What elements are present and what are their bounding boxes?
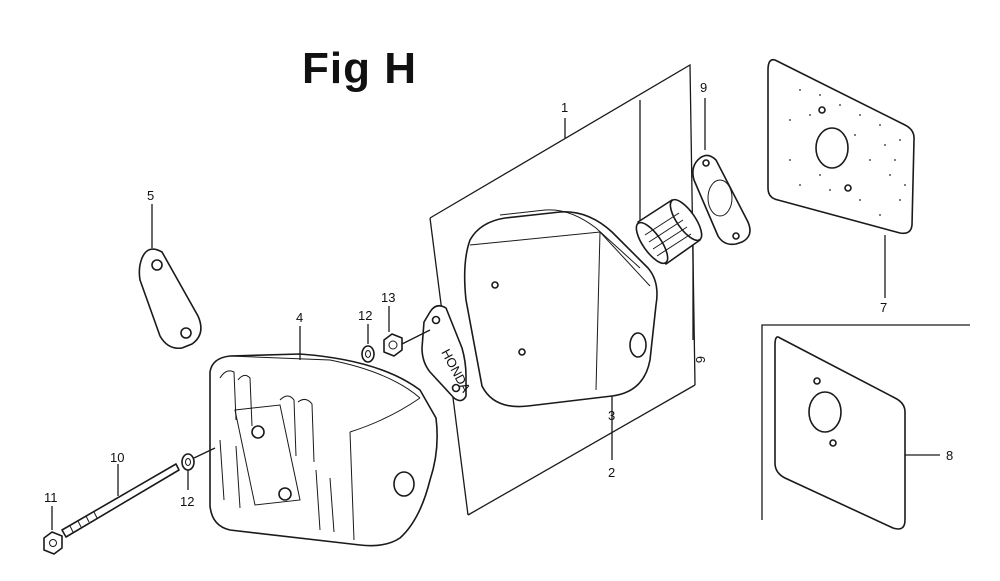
callout-8: 8 xyxy=(946,448,953,463)
callout-2: 2 xyxy=(608,465,615,480)
part-11-nut xyxy=(43,531,63,555)
callout-12-upper: 12 xyxy=(358,308,372,323)
figure-title: Fig H xyxy=(302,44,417,93)
part-3-muffler-body xyxy=(463,209,658,408)
part-13-nut xyxy=(383,329,431,357)
part-10-bolt xyxy=(61,463,180,538)
callout-6: 6 xyxy=(693,356,708,363)
part-12-washer-lower xyxy=(181,447,216,471)
callout-13: 13 xyxy=(381,290,395,305)
callout-9: 9 xyxy=(700,80,707,95)
part-5-bracket-plate xyxy=(138,248,202,350)
callout-3: 3 xyxy=(608,408,615,423)
part-9-flange-gasket xyxy=(692,154,751,246)
part-7-heat-shield-plate xyxy=(767,58,915,298)
part-4-muffler-protector xyxy=(209,353,438,547)
callout-7: 7 xyxy=(880,300,887,315)
part-12-washer-upper xyxy=(361,345,375,363)
callout-5: 5 xyxy=(147,188,154,203)
callout-10: 10 xyxy=(110,450,124,465)
part-6-arrester-screen xyxy=(635,198,703,265)
callout-4: 4 xyxy=(296,310,303,325)
part-2-exhaust-gasket: HONDA xyxy=(421,304,474,402)
part-8-gasket xyxy=(761,324,970,530)
callout-11: 11 xyxy=(44,490,58,505)
callout-12-lower: 12 xyxy=(180,494,194,509)
leader-lines xyxy=(51,204,390,530)
callout-1: 1 xyxy=(561,100,568,115)
